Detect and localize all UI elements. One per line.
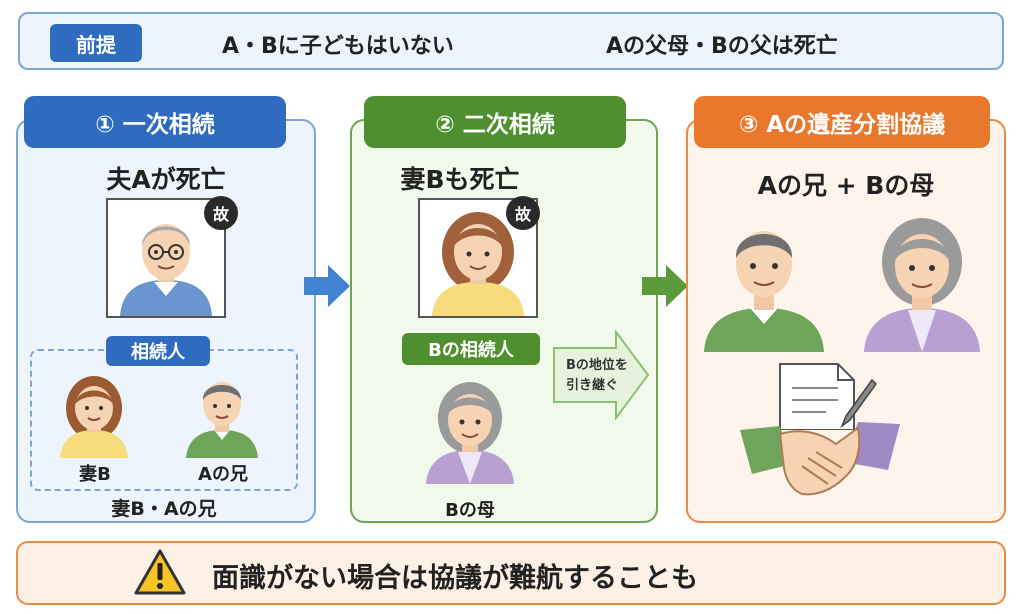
heir-brother-label: Aの兄 bbox=[198, 464, 248, 485]
step1-footer: 妻B・Aの兄 bbox=[111, 498, 217, 520]
b-mother-label: Bの母 bbox=[445, 500, 495, 521]
heirs-tag: 相続人 bbox=[106, 336, 210, 366]
heir-wife-b-illustration bbox=[54, 368, 134, 462]
heir-brother-illustration bbox=[180, 366, 264, 462]
step1-header: ① 一次相続 bbox=[24, 96, 286, 148]
step2-subtitle: 妻Bも死亡 bbox=[400, 165, 520, 194]
deceased-badge: 故 bbox=[506, 196, 540, 230]
step3-header: ③ Aの遺産分割協議 bbox=[694, 96, 990, 148]
b-heirs-tag: Bの相続人 bbox=[402, 333, 540, 365]
warning-icon bbox=[134, 548, 186, 600]
step3-subtitle: Aの兄 + Bの母 bbox=[757, 171, 935, 200]
step2-header: ② 二次相続 bbox=[364, 96, 626, 148]
a-brother-illustration bbox=[700, 206, 828, 356]
premise-bar bbox=[18, 12, 1004, 70]
note-line-1: Bの地位を bbox=[566, 358, 628, 373]
note-line-2: 引き継ぐ bbox=[566, 378, 619, 393]
premise-parents-deceased: Aの父母・Bの父は死亡 bbox=[606, 34, 838, 59]
premise-tag: 前提 bbox=[50, 24, 142, 62]
panel-second-inheritance bbox=[350, 119, 658, 523]
premise-no-children: A・Bに子どもはいない bbox=[222, 34, 454, 59]
deceased-badge: 故 bbox=[204, 196, 238, 230]
b-mother-illustration bbox=[418, 372, 522, 488]
warning-text: 面識がない場合は協議が難航することも bbox=[212, 563, 698, 594]
inherit-position-arrow bbox=[552, 328, 650, 424]
document-pen-icon bbox=[776, 360, 886, 434]
heir-wife-label: 妻B bbox=[79, 464, 111, 485]
woman-illustration bbox=[432, 212, 524, 316]
b-mother-illustration-2 bbox=[858, 206, 986, 356]
portrait-husband-a bbox=[106, 198, 226, 318]
arrow-right-icon bbox=[304, 263, 352, 313]
arrow-right-icon bbox=[642, 263, 690, 313]
elderly-man-illustration bbox=[120, 224, 212, 316]
handshake-icon bbox=[740, 410, 900, 510]
step1-subtitle: 夫Aが死亡 bbox=[106, 165, 226, 194]
